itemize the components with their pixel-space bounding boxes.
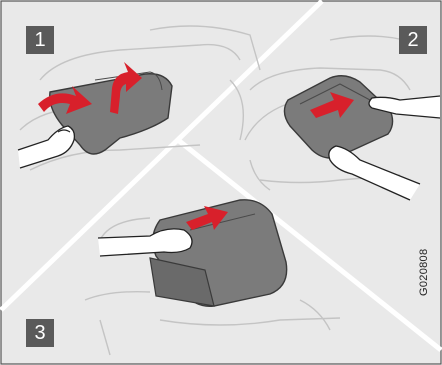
figure-code-label: G020808 <box>418 249 430 296</box>
step-badge-2: 2 <box>399 26 427 54</box>
step-badge-1: 1 <box>26 26 54 54</box>
step-badge-3: 3 <box>26 319 54 347</box>
